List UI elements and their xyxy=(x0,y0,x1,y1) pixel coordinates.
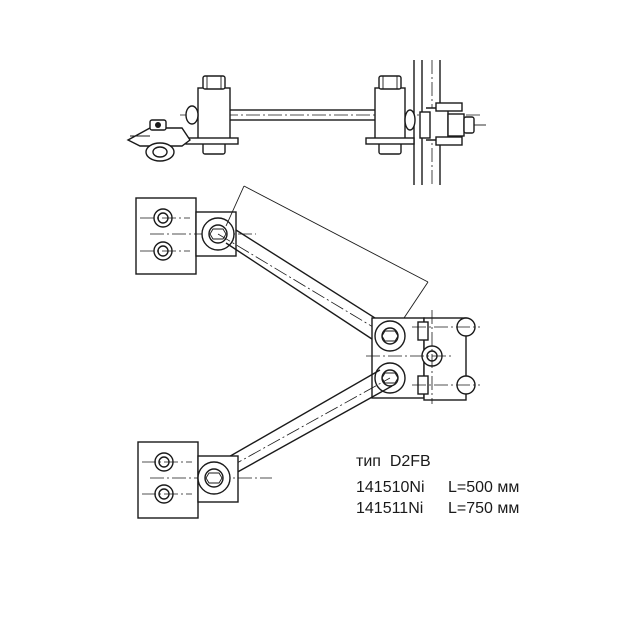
length-value: L=500 мм xyxy=(448,479,520,496)
length-value: L=750 мм xyxy=(448,500,520,517)
top-view xyxy=(126,60,486,185)
article-number: 141510Ni xyxy=(356,479,425,496)
type-label: тип D2FB xyxy=(356,453,431,470)
model-row-1: 141510Ni L=500 мм xyxy=(356,479,519,497)
model-row-2: 141511Ni L=750 мм xyxy=(356,500,519,518)
plan-view xyxy=(135,185,480,519)
article-number: 141511Ni xyxy=(356,500,424,517)
